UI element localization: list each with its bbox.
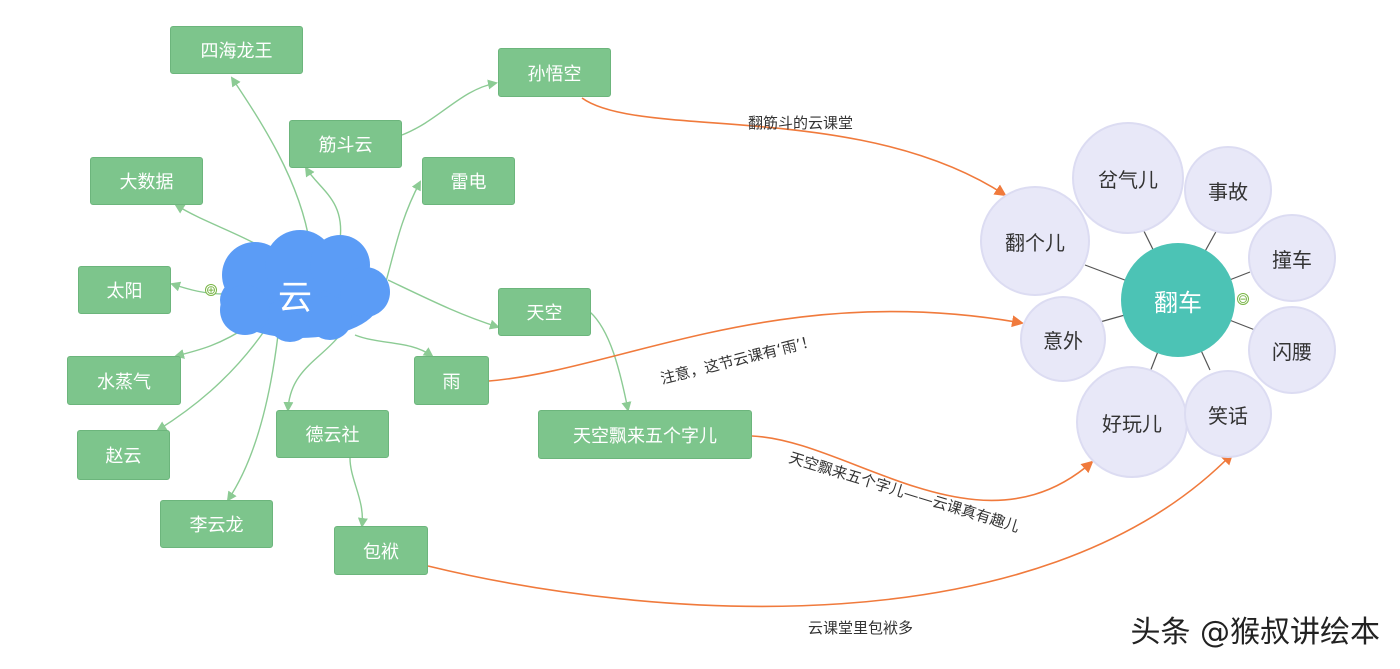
cloud-shape (220, 230, 390, 342)
relationship-r3 (751, 435, 1094, 502)
connector-baofu (349, 457, 368, 528)
bubble-haowaner[interactable]: 好玩儿 (1076, 366, 1188, 478)
relationship-r2 (488, 310, 1024, 382)
node-baofu[interactable]: 包袱 (334, 526, 428, 575)
connector-tiankong5 (589, 311, 632, 412)
relationship-label-r1: 翻筋斗的云课堂 (748, 114, 853, 132)
node-taiyang[interactable]: 太阳 (78, 266, 171, 314)
node-liyunlong[interactable]: 李云龙 (160, 500, 273, 548)
connector-leidian (384, 180, 421, 286)
relationship-label-r4: 云课堂里包袱多 (808, 619, 913, 637)
node-jindouyun[interactable]: 筋斗云 (289, 120, 402, 168)
connector-deyunshe (283, 334, 341, 412)
bubble-chaqier[interactable]: 岔气儿 (1072, 122, 1184, 234)
relationship-r1 (581, 97, 1007, 197)
connector-dashuju (174, 203, 259, 246)
node-tiankong[interactable]: 天空 (498, 288, 591, 336)
node-dashuju[interactable]: 大数据 (90, 157, 203, 205)
bubble-center-fanche[interactable]: 翻车 (1121, 243, 1235, 357)
topic-connectors (156, 76, 632, 528)
connector-jindouyun (304, 166, 342, 241)
connector-yu (354, 334, 434, 358)
relationship-r4 (427, 452, 1234, 608)
relationship-label-r3: 天空飘来五个字儿——云课真有趣儿 (787, 449, 1022, 536)
node-yu[interactable]: 雨 (414, 356, 489, 405)
node-shuizhengqi[interactable]: 水蒸气 (67, 356, 181, 405)
bubble-shanyao[interactable]: 闪腰 (1248, 306, 1336, 394)
node-zhaoyun[interactable]: 赵云 (77, 430, 170, 480)
relationship-curves (427, 97, 1234, 608)
central-topic[interactable]: 云 (278, 278, 312, 318)
relationship-label-r2: 注意，这节云课有‘雨’！ (659, 332, 818, 388)
connector-liyunlong (226, 334, 279, 502)
connector-tiankong (387, 279, 500, 330)
connector-sunwukong (401, 79, 498, 136)
node-sihailongwang[interactable]: 四海龙王 (170, 26, 303, 74)
connector-sihailongwang (230, 76, 311, 246)
node-deyunshe[interactable]: 德云社 (276, 410, 389, 458)
bubble-fangeer[interactable]: 翻个儿 (980, 186, 1090, 296)
bubble-zhuangche[interactable]: 撞车 (1248, 214, 1336, 302)
collapse-right-toggle[interactable]: ⊖ (1237, 292, 1249, 306)
watermark: 头条 @猴叔讲绘本 (1130, 615, 1380, 650)
connector-zhaoyun (156, 329, 266, 432)
bubble-xiaohua[interactable]: 笑话 (1184, 370, 1272, 458)
node-sunwukong[interactable]: 孙悟空 (498, 48, 611, 97)
bubble-shigu[interactable]: 事故 (1184, 146, 1272, 234)
collapse-left-toggle[interactable]: ⊕ (205, 283, 217, 297)
connector-taiyang (170, 281, 226, 295)
node-leidian[interactable]: 雷电 (422, 157, 515, 205)
node-tiankong5[interactable]: 天空飘来五个字儿 (538, 410, 752, 459)
bubble-yiwai[interactable]: 意外 (1020, 296, 1106, 382)
relationship-labels: 翻筋斗的云课堂 注意，这节云课有‘雨’！ 天空飘来五个字儿——云课真有趣儿 云课… (659, 114, 1022, 637)
